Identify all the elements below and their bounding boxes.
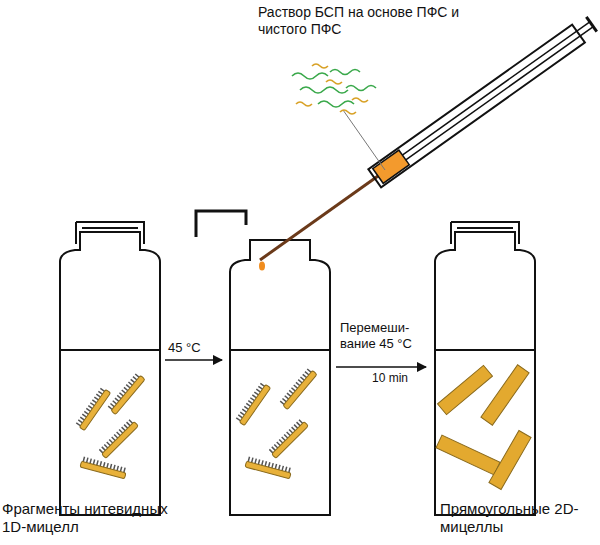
micelle-platelets	[436, 365, 531, 490]
time-label: 10 min	[372, 371, 424, 385]
vial-left	[60, 222, 160, 515]
solution-label: Раствор БСП на основе ПФС и чистого ПФС	[258, 4, 463, 38]
drop	[259, 262, 265, 271]
vial-right	[435, 222, 535, 515]
removed-cap	[196, 211, 246, 237]
vial-caption: Фрагменты нитевидных 1D-мицелл	[2, 500, 187, 536]
syringe	[260, 15, 598, 260]
process-arrow	[336, 366, 426, 368]
temperature-label: 45 °C	[168, 340, 220, 356]
stirring-label: Перемеши- вание 45 °C	[340, 320, 422, 351]
vial-middle	[230, 240, 330, 515]
vial-caption: Прямоугольные 2D-мицеллы	[440, 500, 590, 536]
process-arrow	[165, 359, 222, 361]
polymer-chains	[292, 64, 376, 114]
